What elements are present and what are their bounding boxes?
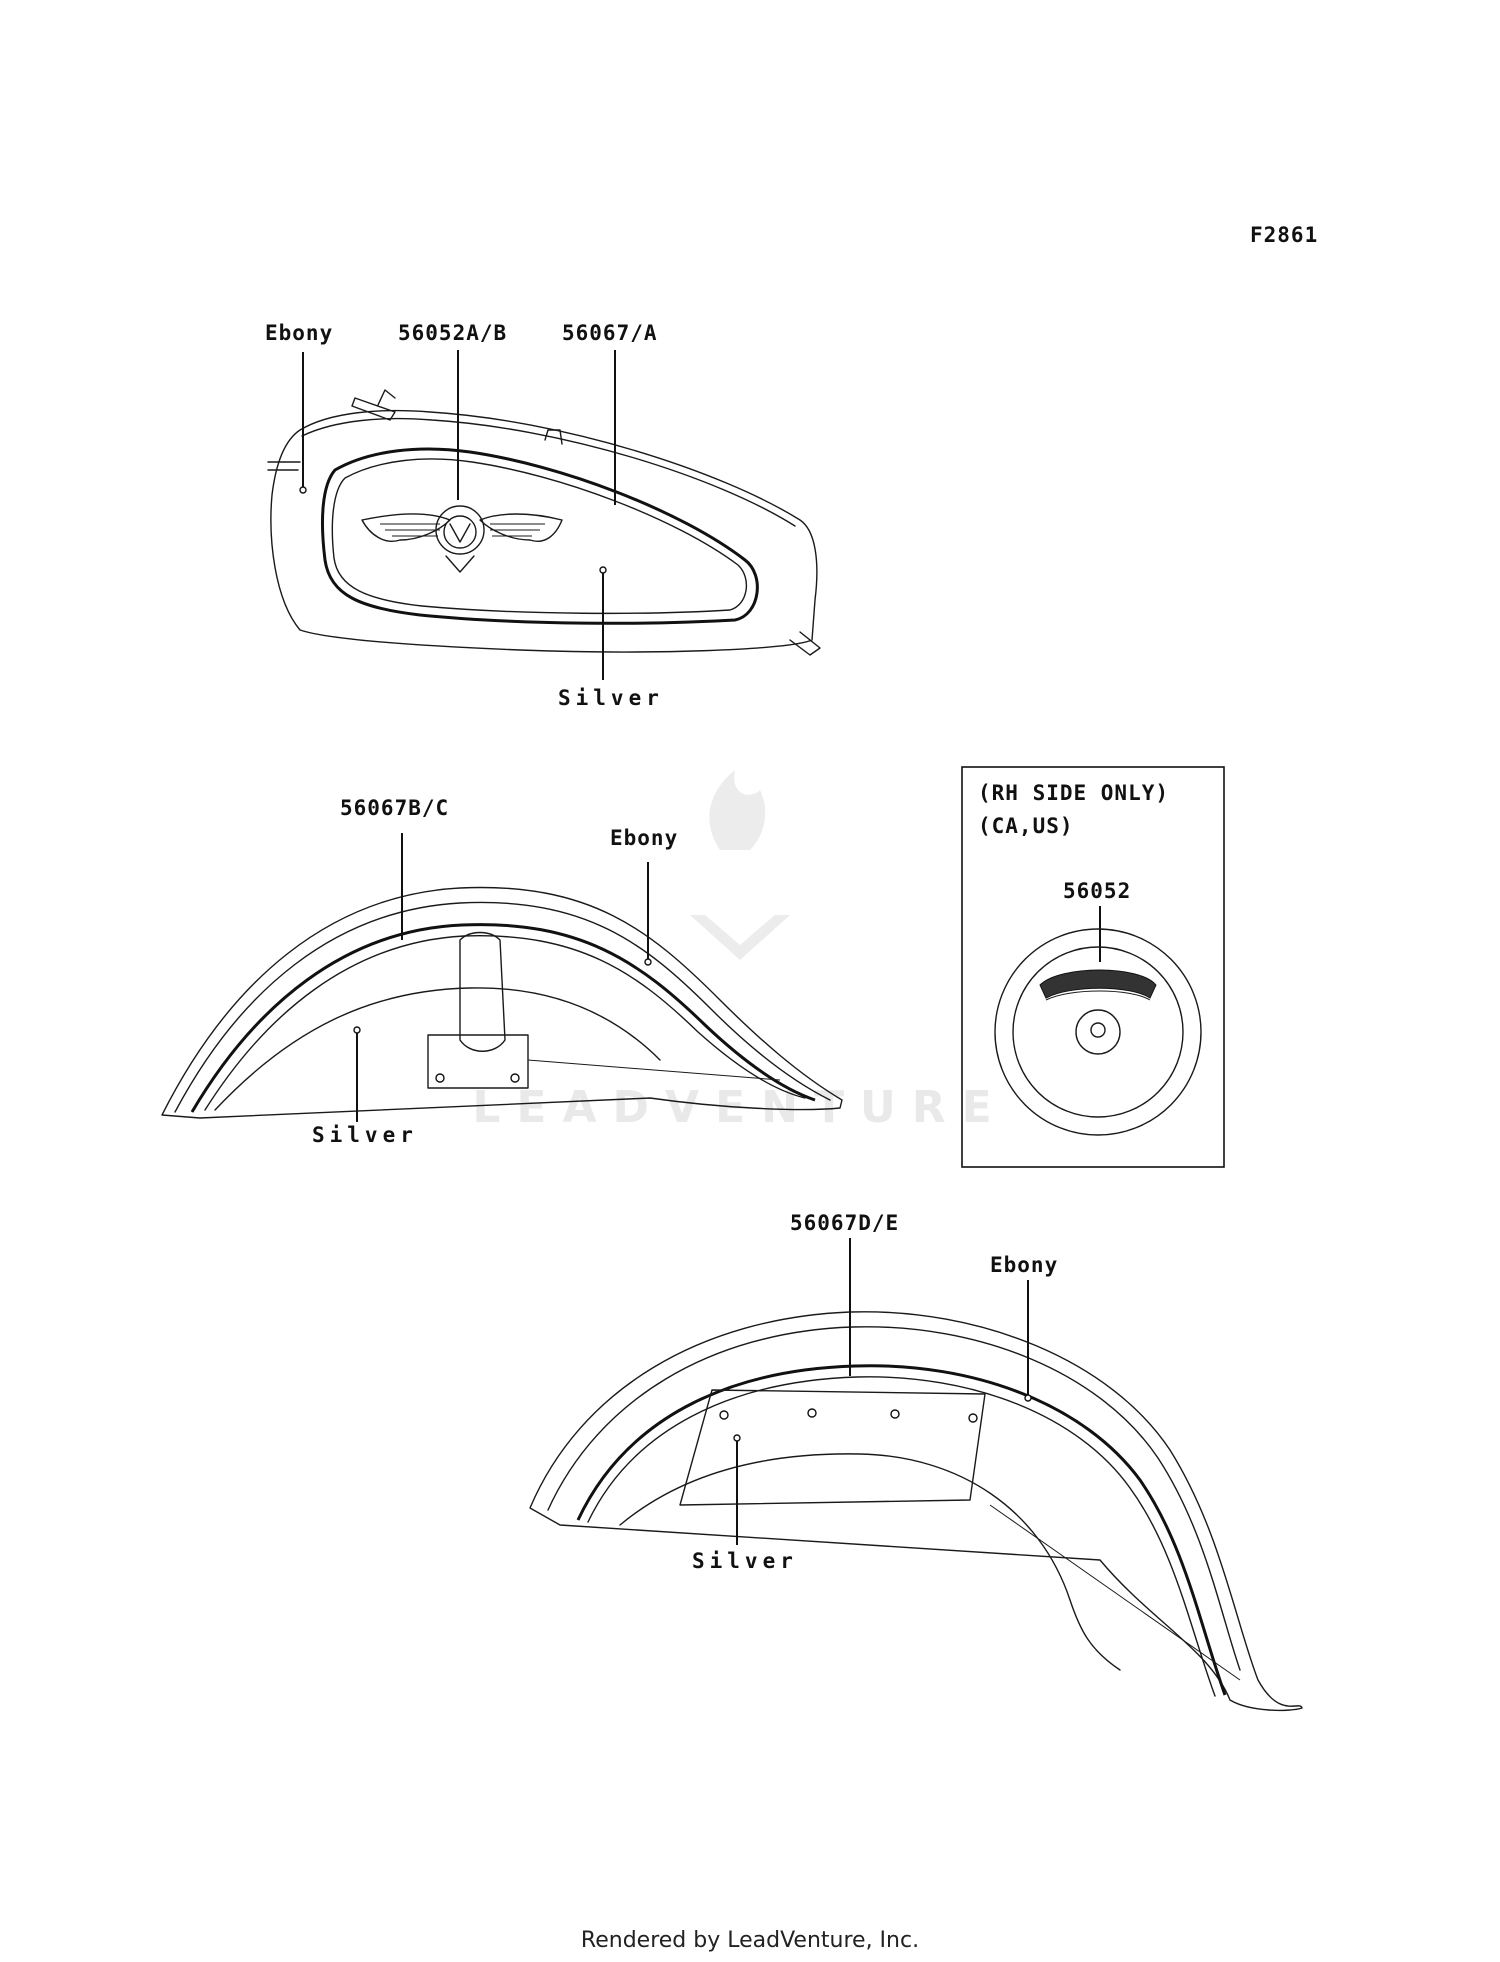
- rear-fender: 56067D/E Ebony Silver: [529, 1211, 1303, 1712]
- label-front-stripe: 56067B/C: [340, 796, 449, 820]
- label-rear-stripe: 56067D/E: [790, 1211, 899, 1235]
- fuel-tank: Ebony 56052A/B 56067/A Silver: [265, 321, 821, 710]
- label-box-line1: (RH SIDE ONLY): [978, 781, 1169, 805]
- rh-side-box: (RH SIDE ONLY) (CA,US) 56052: [961, 766, 1225, 1168]
- watermark-text: LEADVENTURE: [472, 1082, 1007, 1133]
- anniversary-badge: [994, 928, 1202, 1136]
- label-tank-ebony: Ebony: [265, 321, 333, 345]
- footer-credit: Rendered by LeadVenture, Inc.: [580, 1928, 920, 1953]
- leadventure-watermark: LEADVENTURE: [472, 770, 1007, 1133]
- label-box-part: 56052: [1063, 879, 1131, 903]
- tank-emblem: [361, 505, 563, 573]
- diagram-id: F2861: [1250, 223, 1318, 247]
- label-tank-silver: Silver: [558, 686, 664, 710]
- label-rear-ebony: Ebony: [990, 1253, 1058, 1277]
- label-rear-silver: Silver: [692, 1549, 798, 1573]
- front-fender: 56067B/C Ebony Silver: [161, 796, 843, 1147]
- label-front-silver: Silver: [312, 1123, 418, 1147]
- label-tank-emblem: 56052A/B: [398, 321, 507, 345]
- label-front-ebony: Ebony: [610, 826, 678, 850]
- label-box-line2: (CA,US): [978, 814, 1074, 838]
- label-tank-stripe: 56067/A: [562, 321, 658, 345]
